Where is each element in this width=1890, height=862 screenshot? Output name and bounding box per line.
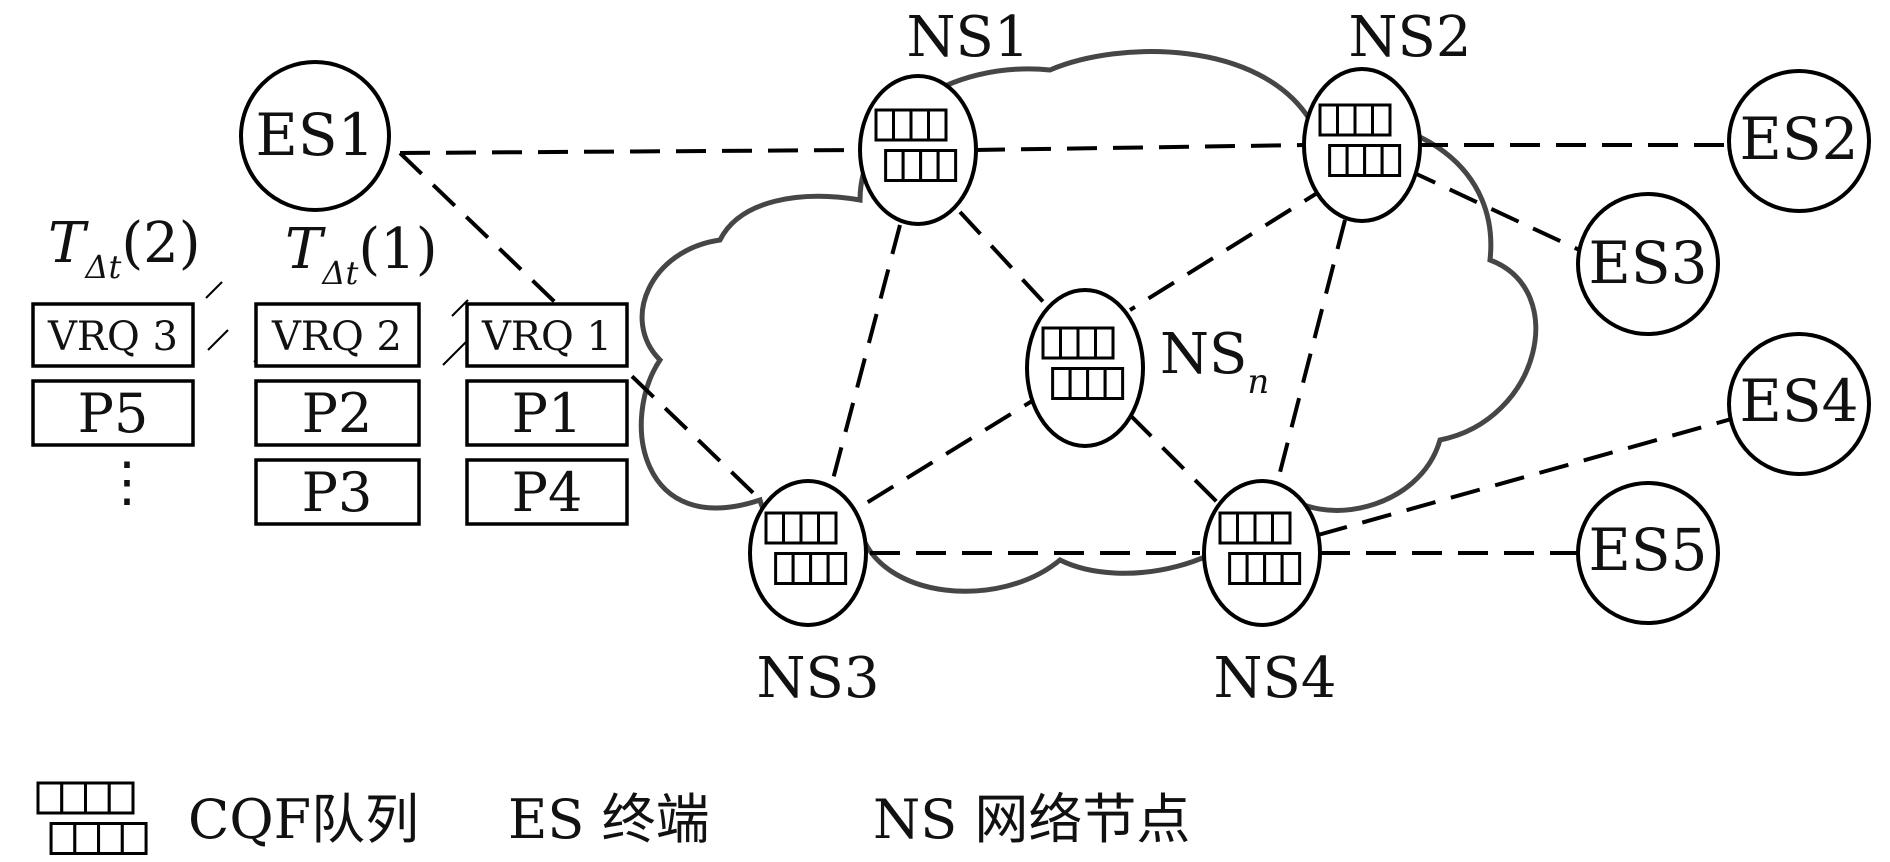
ns3-label: NS3 [757,646,880,711]
cqf-queue-icon [764,511,848,585]
ns3-node [748,479,868,627]
ns4-node [1202,479,1322,627]
ns4-label: NS4 [1214,646,1337,711]
packet-p2: P2 [302,382,373,445]
cqf-queue-icon [1218,511,1302,585]
ns2-label: NS2 [1349,5,1472,70]
network-nodes [748,67,1422,627]
vrq1-box [465,302,629,368]
link-ns1-nsn [958,210,1062,322]
legend-cqf-text: CQF队列 [188,788,419,851]
packet-p3: P3 [302,461,373,524]
nsn-label: NSn [1160,322,1269,402]
vrq3-label: VRQ 3 [47,314,178,360]
link-nsn-ns4 [1128,413,1222,507]
packet-ellipsis: ⋮ [100,450,154,513]
link-ns2-nsn [1128,183,1332,312]
cqf-queue-icon [1041,326,1125,400]
es4-label: ES4 [1740,367,1859,435]
packet-p1: P1 [512,382,583,445]
packet-p2-box [254,379,421,447]
vrq3-box [31,302,195,368]
es5-node [1576,481,1720,625]
cqf-queue-icon [1318,103,1402,177]
link-ns1-ns2 [974,143,1306,152]
ns2-node [1302,67,1422,223]
link-nsn-ns3 [853,388,1052,512]
es3-node [1576,192,1720,336]
legend-es-text: ES 终端 [508,788,710,851]
es2-label: ES2 [1740,105,1859,173]
es3-label: ES3 [1589,229,1708,297]
packet-p4: P4 [512,461,583,524]
link-ns2-es3 [1407,168,1591,257]
cqf-queue-icon [36,781,148,855]
legend-ns-text: NS 网络节点 [873,788,1190,851]
vrq1-label: VRQ 1 [481,314,612,360]
es1-label: ES1 [256,101,375,169]
ns1-node [858,74,978,226]
time-slot-2-label: TΔt(2) [48,211,201,286]
es2-node [1727,69,1871,213]
packet-p1-box [465,379,629,447]
packet-p5: P5 [78,382,149,445]
packet-p5-box [31,379,195,447]
vrq2-box [254,302,421,368]
es1-node [239,60,391,212]
links [398,143,1736,555]
time-slot-1-label: TΔt(1) [285,217,438,292]
packet-p3-box [254,458,421,526]
link-ns4-es4 [1317,416,1736,537]
vrq2-label: VRQ 2 [271,314,402,360]
es5-label: ES5 [1589,516,1708,584]
legend-cqf-queue-icon [36,781,148,855]
es4-node [1727,332,1871,476]
end-stations [239,60,1871,625]
ns1-label: NS1 [907,5,1030,70]
nsn-node [1025,288,1145,448]
packet-p4-box [465,458,629,526]
link-es1-ns1 [399,148,863,155]
cqf-queue-icon [874,108,958,182]
